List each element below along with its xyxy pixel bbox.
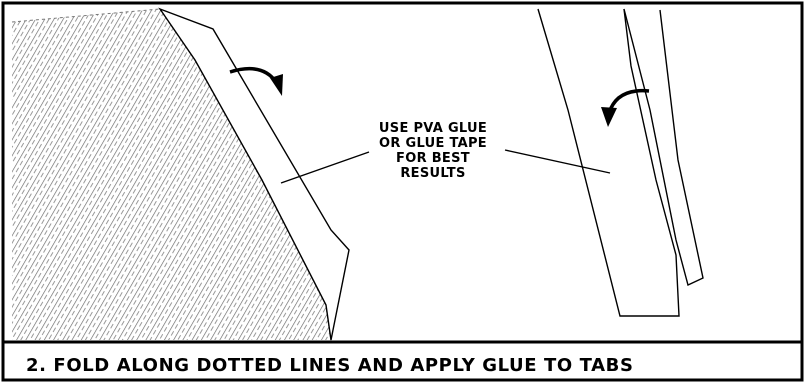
- note-pointer-right: [504, 149, 611, 174]
- curved-arrow-icon: [601, 88, 650, 127]
- step-caption: 2. FOLD ALONG DOTTED LINES AND APPLY GLU…: [26, 355, 634, 376]
- curved-arrow-icon: [229, 66, 283, 96]
- right-glue-tab: [623, 8, 704, 286]
- patterned-paper: [12, 9, 331, 340]
- dotted-fold-line-top: [11, 8, 161, 23]
- glue-tip-note: USE PVA GLUE OR GLUE TAPE FOR BEST RESUL…: [378, 121, 488, 181]
- note-pointer-left: [280, 151, 370, 184]
- left-glue-tab: [158, 7, 350, 341]
- right-paper-strip: [537, 8, 680, 317]
